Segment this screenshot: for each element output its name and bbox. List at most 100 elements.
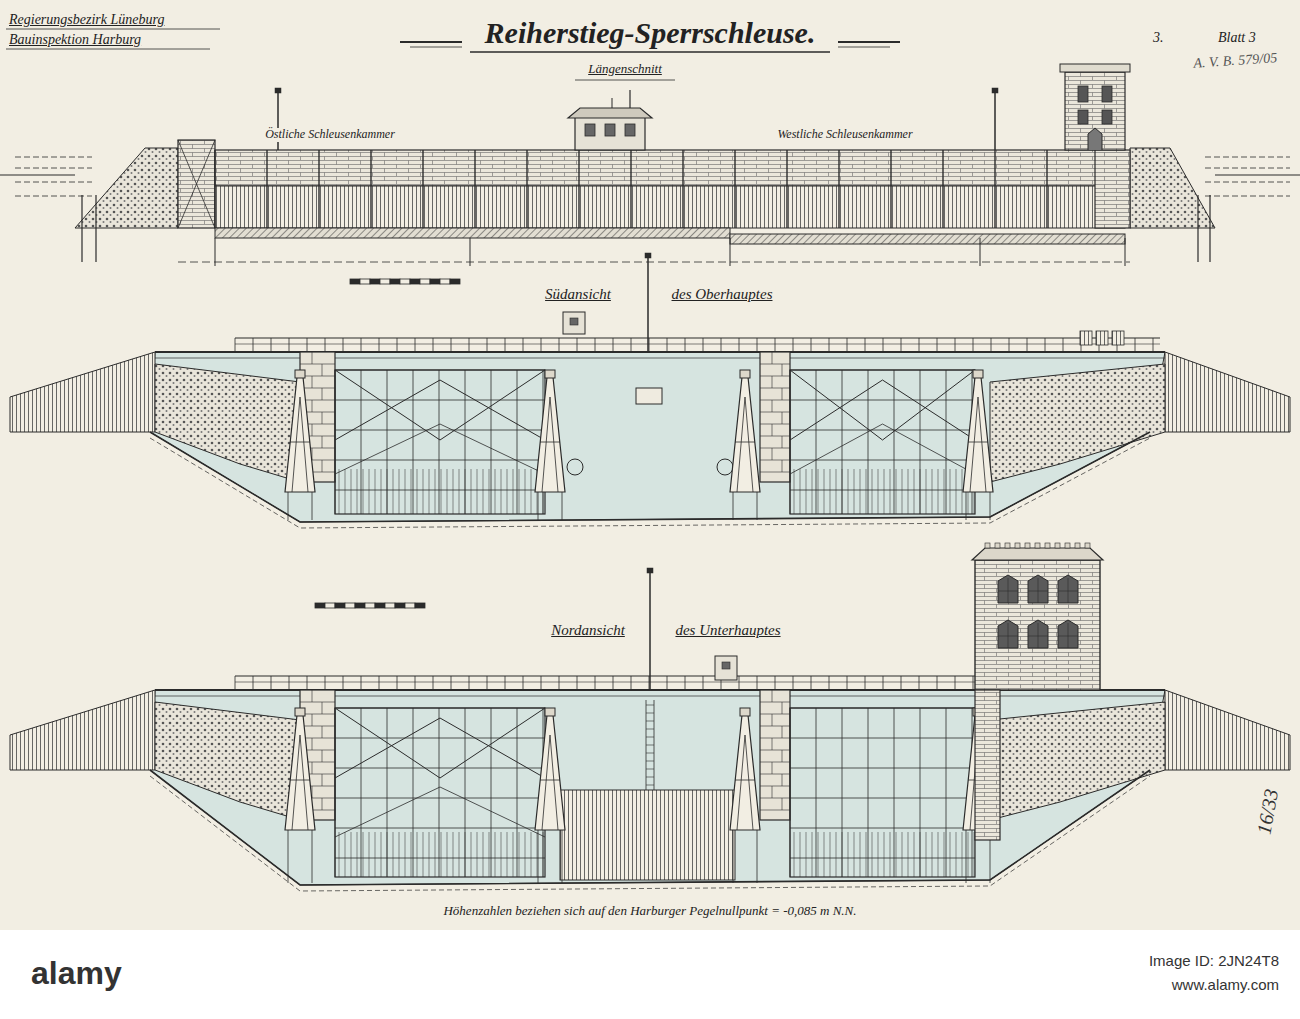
gate-planking: [405, 469, 406, 514]
gable-crenel: [1085, 543, 1090, 548]
pilaster: [942, 150, 943, 228]
dolphin-cap: [740, 370, 750, 378]
masonry-joint: [760, 786, 790, 787]
gate-planking: [369, 469, 370, 514]
railing-post: [955, 338, 956, 352]
gate-planking: [477, 469, 478, 514]
view-title: Längenschnitt: [585, 62, 665, 77]
scale-bar: [400, 279, 410, 284]
gate-planking: [447, 469, 448, 514]
gate-stile: [439, 370, 440, 514]
pilaster: [526, 150, 527, 228]
railing-post: [433, 338, 434, 352]
railing-panel: [1096, 331, 1108, 345]
water-level-line: [15, 196, 92, 197]
pilaster: [890, 150, 891, 228]
gate-planking: [806, 832, 807, 877]
masonry-joint: [312, 762, 313, 774]
culvert-opening: [567, 459, 583, 475]
gate-planking: [866, 469, 867, 514]
masonry-joint: [772, 424, 773, 436]
masonry-joint: [300, 364, 335, 365]
ladder-rung: [646, 785, 654, 786]
scale-bar: [420, 279, 430, 284]
railing-post: [901, 338, 902, 352]
masonry-pier: [760, 352, 790, 482]
gate-rail: [335, 738, 545, 739]
dolphin-cap: [295, 708, 305, 716]
pilaster: [994, 150, 995, 228]
watermark-band: [0, 930, 1300, 1019]
gate-stile: [387, 370, 388, 514]
railing-post: [739, 676, 740, 690]
riprap: [990, 702, 1165, 820]
gate-house: [575, 116, 645, 150]
ladder-rung: [646, 721, 654, 722]
scale-bar: [360, 279, 370, 284]
gable-crenel: [1045, 543, 1050, 548]
gate-planking: [806, 469, 807, 514]
gate-planking: [351, 832, 352, 877]
gate-planking: [848, 832, 849, 877]
tower-window: [1028, 575, 1048, 603]
gate-planking: [399, 469, 400, 514]
sheet-piling: [1165, 690, 1290, 770]
masonry-joint: [782, 460, 783, 472]
dolphin-brace: [292, 397, 308, 492]
railing-post: [757, 338, 758, 352]
railing-post: [415, 676, 416, 690]
sheet-pile-tip: [215, 238, 216, 266]
dolphin-brace: [292, 735, 308, 830]
railing-post: [937, 676, 938, 690]
title-rule: [838, 47, 890, 48]
water-area: [150, 690, 1165, 885]
railing-post: [325, 338, 326, 352]
lock-gate: [790, 708, 975, 877]
sheet-pile-tip: [730, 238, 731, 266]
gate-rail: [335, 460, 545, 461]
paper: [0, 0, 1300, 930]
pilaster: [1046, 150, 1047, 228]
pilaster: [786, 150, 787, 228]
railing-post: [1063, 338, 1064, 352]
gate-planking: [453, 469, 454, 514]
gate-planking: [944, 469, 945, 514]
gate-rail: [790, 828, 975, 829]
masonry-joint: [760, 472, 790, 473]
gate-planking: [908, 469, 909, 514]
railing-post: [685, 676, 686, 690]
gate-planking: [423, 832, 424, 877]
scale-bar: [450, 279, 460, 284]
gate-planking: [495, 832, 496, 877]
ground-line: [1215, 175, 1300, 176]
gate-rail: [790, 460, 975, 461]
dolphin-frame: [730, 377, 760, 492]
gate-diagonal: [335, 370, 545, 440]
gate-diagonal: [335, 718, 545, 778]
masonry-joint: [322, 388, 323, 400]
dolphin-brace: [737, 735, 753, 830]
gate-rail: [335, 708, 545, 709]
railing-post: [541, 676, 542, 690]
tower-window: [998, 575, 1018, 603]
gate-planking: [489, 832, 490, 877]
embankment: [1130, 148, 1215, 228]
masonry-joint: [782, 436, 783, 448]
railing-post: [379, 338, 380, 352]
mast: [647, 257, 649, 352]
scale-bar: [350, 279, 360, 284]
gate-planking: [866, 832, 867, 877]
railing-post: [415, 338, 416, 352]
masonry-joint: [300, 388, 335, 389]
lock-gate: [335, 370, 545, 514]
gate-rail: [335, 798, 545, 799]
gate-planking: [968, 832, 969, 877]
gable-crenel: [1025, 543, 1030, 548]
masonry-joint: [312, 400, 313, 412]
masonry-joint: [772, 400, 773, 412]
gate-planking: [902, 832, 903, 877]
sheet-pile-tip: [980, 238, 981, 266]
masonry-joint: [782, 388, 783, 400]
gate-rail: [790, 400, 975, 401]
watermark: www.alamy.com: [1169, 976, 1282, 993]
